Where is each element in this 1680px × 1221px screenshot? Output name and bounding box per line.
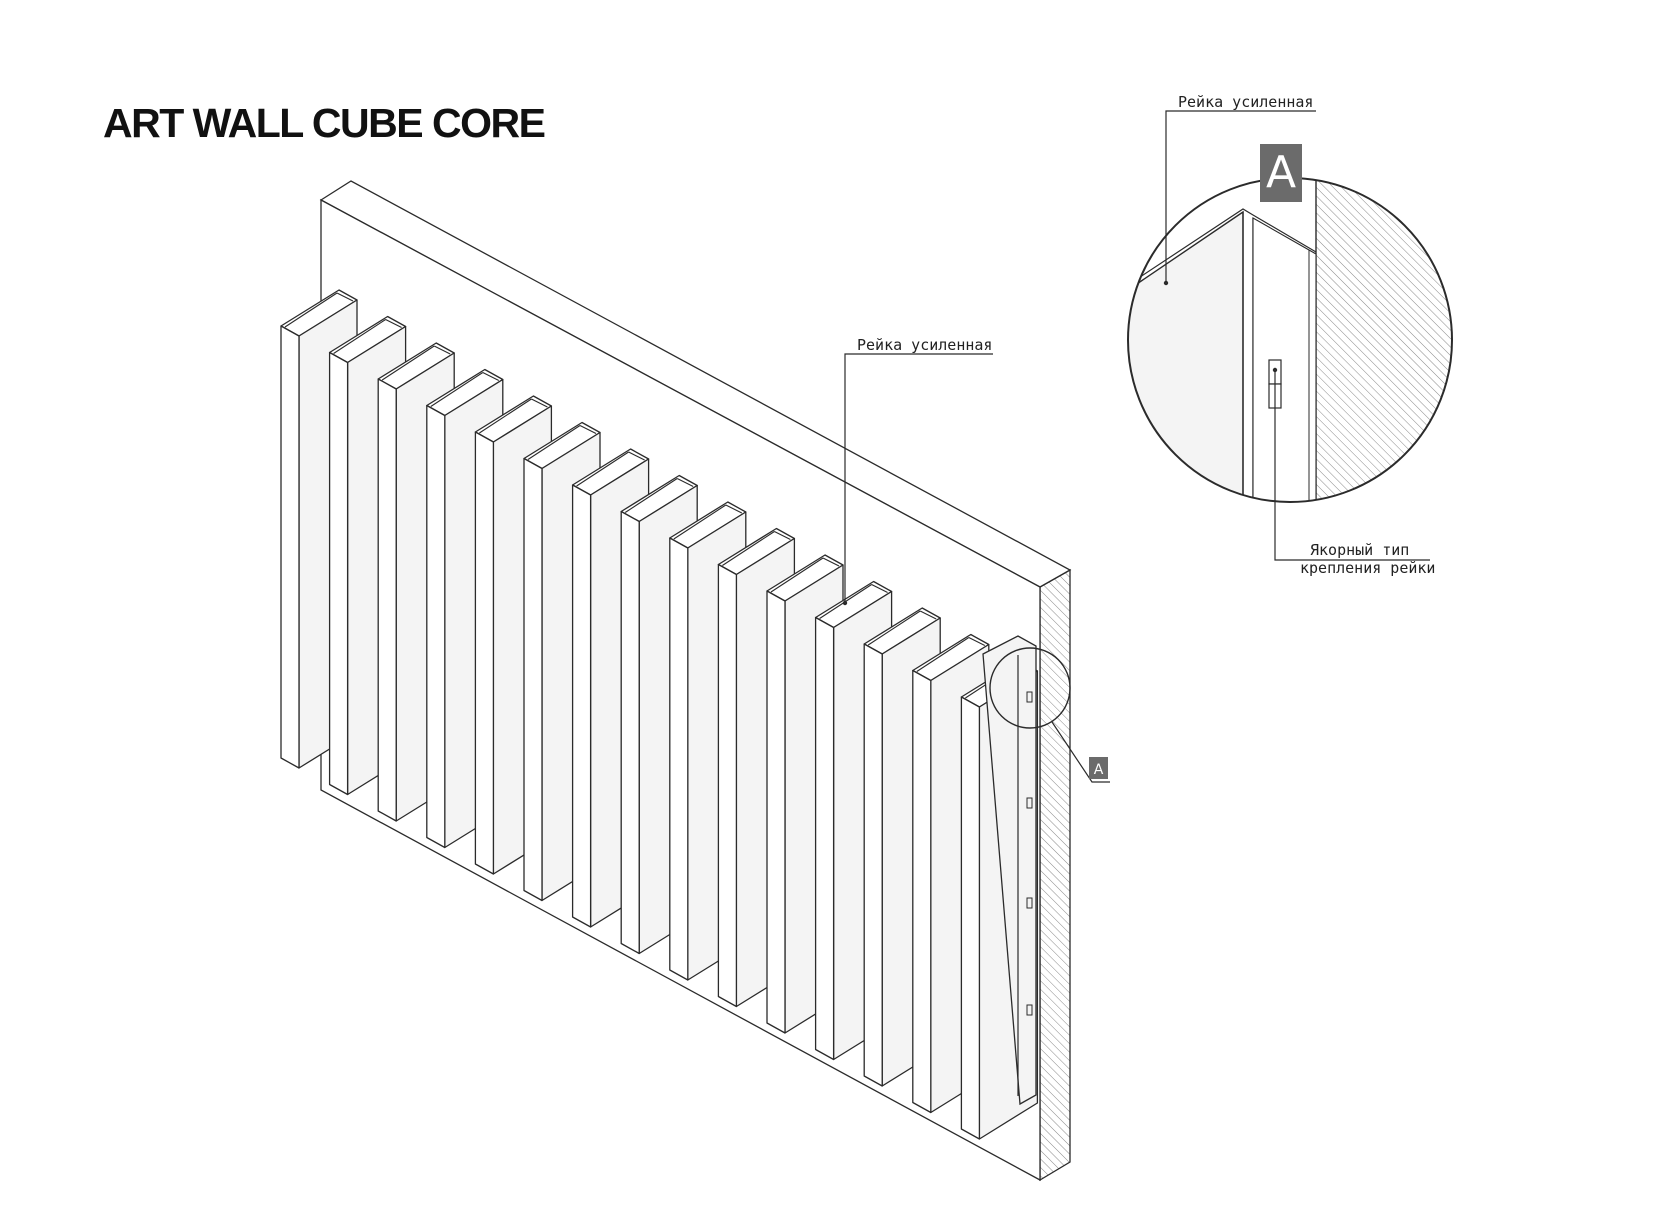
slat-inner-edge [919, 610, 937, 620]
slat-inner-edge [576, 451, 629, 487]
slat-inner-edge [527, 425, 581, 460]
slat-inner-edge [676, 478, 694, 487]
end-profile [982, 635, 1037, 1106]
anchor-clip [1026, 691, 1033, 703]
slat-inner-edge [624, 478, 678, 513]
slat-inner-edge [430, 372, 484, 407]
slat-front [669, 537, 689, 981]
detail-marker-large-label: A [1266, 147, 1296, 198]
slat-inner-edge [333, 319, 386, 354]
slat-inner-edge [822, 557, 840, 567]
main-rail-callout [842, 353, 993, 606]
slat-inner-edge [770, 557, 824, 593]
slat-inner-edge [381, 345, 435, 381]
main-rail-callout-label: Рейка усиленная [857, 336, 992, 354]
slat-front [474, 431, 495, 875]
slat-inner-edge [433, 345, 451, 355]
anchor-clip [1026, 897, 1033, 909]
anchor-callout-line1: Якорный тип [1310, 541, 1409, 559]
slat-inner-edge [385, 319, 402, 328]
anchor-callout-line2: крепления рейки [1300, 559, 1435, 577]
detail-marker-large [1260, 144, 1302, 202]
anchor-callout [1272, 367, 1430, 561]
slat-front [814, 616, 835, 1061]
slat-inner-edge [968, 637, 986, 646]
slat-inner-edge [774, 531, 791, 540]
slat-front [571, 484, 592, 928]
slat-inner-edge [579, 425, 597, 434]
slat-inner-edge [871, 584, 888, 593]
slat-front [863, 643, 883, 1087]
slat-inner-edge [725, 504, 743, 514]
slat-inner-edge [628, 451, 645, 461]
detail-marker-small [1089, 757, 1108, 779]
slat-front [377, 378, 397, 822]
detail-rail-callout [1163, 110, 1316, 286]
slat-front [766, 590, 786, 1034]
page-title: ART WALL CUBE CORE [103, 100, 546, 146]
slat-front [717, 563, 738, 1008]
slat-front [523, 457, 543, 902]
slat-inner-edge [867, 610, 921, 646]
slat-front [280, 325, 300, 769]
slat-front [620, 510, 640, 955]
slat-inner-edge [916, 637, 970, 672]
slat-inner-edge [531, 398, 548, 408]
detail-enlargement [1127, 177, 1453, 503]
detail-rail-callout-label: Рейка усиленная [1178, 93, 1313, 111]
slat-inner-edge [479, 398, 532, 434]
slat-inner-edge [336, 292, 354, 302]
slat-front [328, 351, 349, 796]
detail-reference [989, 647, 1110, 783]
anchor-clip [1026, 1004, 1033, 1016]
slat-front [426, 404, 446, 849]
anchor-clip [1026, 797, 1033, 809]
wall-section-hatch [1039, 568, 1071, 1182]
slat-inner-edge [482, 372, 500, 381]
slat-inner-edge [673, 504, 727, 540]
slat-front [960, 696, 981, 1140]
slat-inner-edge [722, 531, 775, 566]
slat-inner-edge [284, 292, 338, 328]
slat-front [912, 669, 932, 1114]
detail-marker-small-label: A [1094, 762, 1104, 778]
